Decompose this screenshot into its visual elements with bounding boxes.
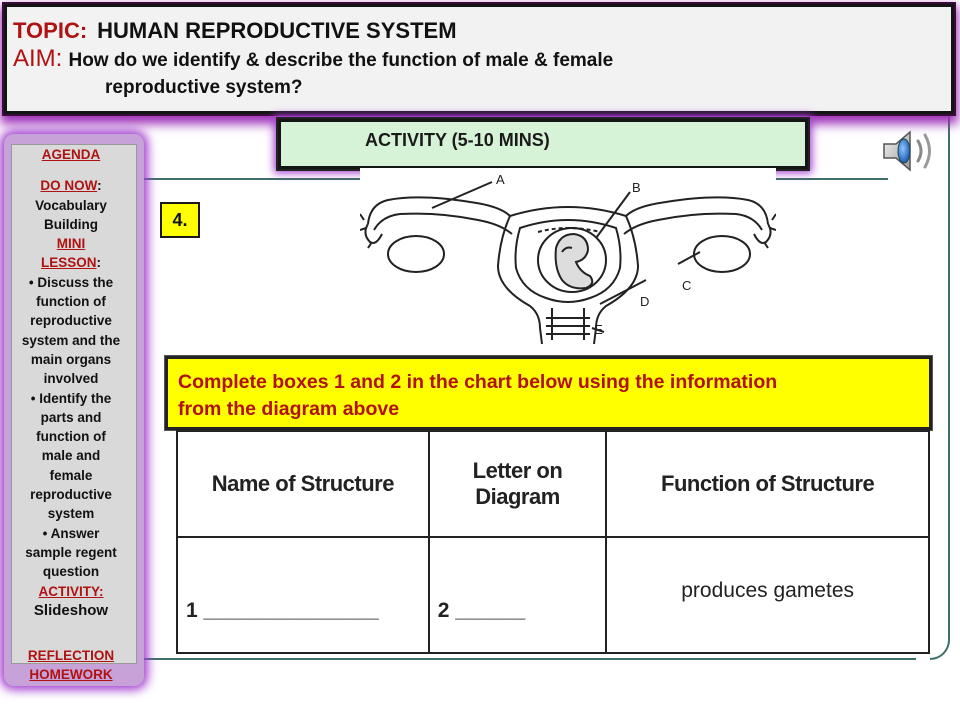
agenda-mini-2: LESSON: xyxy=(40,255,101,271)
question-number: 4. xyxy=(160,202,200,238)
activity-banner: ACTIVITY (5-10 MINS) xyxy=(278,119,808,169)
agenda-do-now-text-1: Vocabulary xyxy=(35,197,107,213)
topic-line: TOPIC: HUMAN REPRODUCTIVE SYSTEM xyxy=(13,17,941,45)
topic-text: HUMAN REPRODUCTIVE SYSTEM xyxy=(97,18,457,43)
agenda-list: AGENDA DO NOW: Vocabulary Building MINI … xyxy=(4,145,138,685)
table-row: 1 _______________ 2 ______ produces game… xyxy=(176,536,930,654)
title-box: TOPIC: HUMAN REPRODUCTIVE SYSTEM AIM: How… xyxy=(4,4,954,114)
instruction-box: Complete boxes 1 and 2 in the chart belo… xyxy=(165,356,932,430)
topic-key: TOPIC: xyxy=(13,18,88,43)
instruction-line-1: Complete boxes 1 and 2 in the chart belo… xyxy=(178,371,778,393)
cell-letter-blank[interactable]: 2 ______ xyxy=(427,536,608,654)
header-letter: Letter on Diagram xyxy=(427,430,608,538)
aim-text-2: reproductive system? xyxy=(105,77,303,98)
diagram-label-a: A xyxy=(496,172,505,187)
diagram-label-c: C xyxy=(682,278,691,293)
agenda-activity-key: ACTIVITY: xyxy=(38,583,104,599)
header-function: Function of Structure xyxy=(605,430,930,538)
agenda-do-now: DO NOW: xyxy=(40,178,102,194)
diagram-label-b: B xyxy=(632,180,641,195)
agenda-do-now-text-2: Building xyxy=(44,216,98,232)
agenda-reflection: REFLECTION xyxy=(27,648,115,664)
agenda-panel xyxy=(11,144,137,664)
speaker-icon[interactable] xyxy=(880,126,938,176)
agenda-sidebar xyxy=(4,134,144,686)
agenda-mini-1: MINI xyxy=(56,236,86,252)
aim-key: AIM: xyxy=(13,45,63,72)
agenda-homework: HOMEWORK xyxy=(29,667,113,683)
header-name: Name of Structure xyxy=(176,430,430,538)
chart-header-row: Name of Structure Letter on Diagram Func… xyxy=(176,430,930,538)
aim-line: AIM: How do we identify & describe the f… xyxy=(13,45,941,75)
cell-function: produces gametes xyxy=(605,536,930,654)
agenda-heading: AGENDA xyxy=(41,147,101,162)
diagram-label-d: D xyxy=(640,294,649,309)
frame-right-line xyxy=(930,110,950,660)
diagram-label-e: E xyxy=(594,322,603,337)
cell-name-blank[interactable]: 1 _______________ xyxy=(176,536,430,654)
aim-text-1: How do we identify & describe the functi… xyxy=(68,50,614,71)
uterus-diagram: A B C D E xyxy=(360,168,776,348)
structure-chart: Name of Structure Letter on Diagram Func… xyxy=(176,430,930,654)
instruction-line-2: from the diagram above xyxy=(178,398,400,420)
agenda-activity-text: Slideshow xyxy=(33,601,109,619)
frame-bottom-line xyxy=(126,658,916,660)
